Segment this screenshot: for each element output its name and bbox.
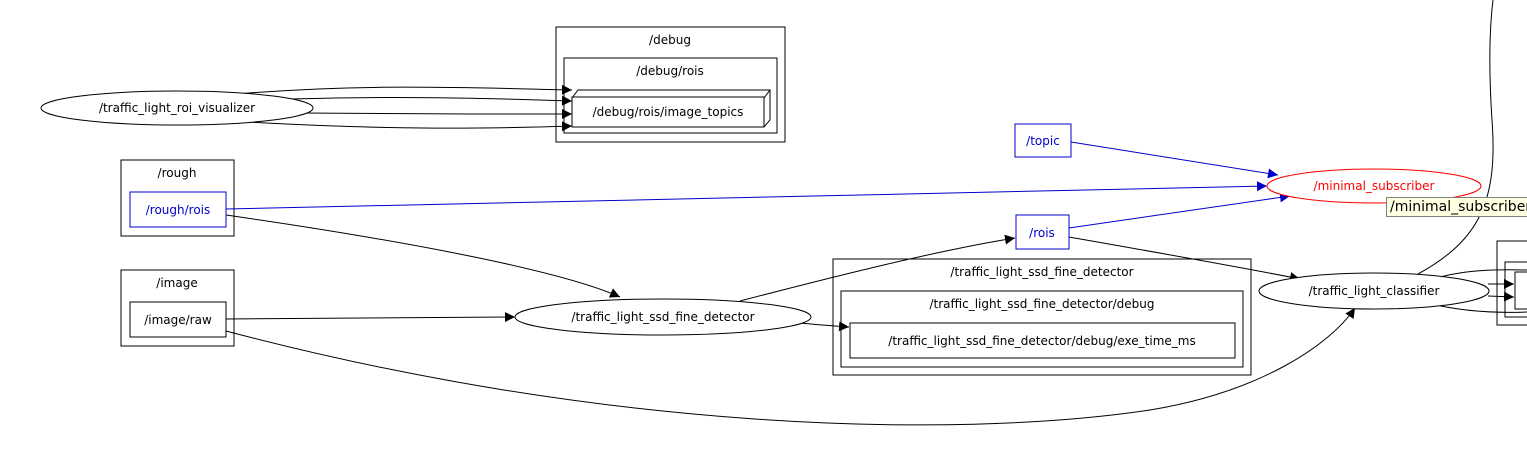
topic-topic-label: /topic	[1026, 134, 1060, 148]
cluster-image[interactable]: /image	[120, 269, 235, 347]
node-tooltip: /minimal_subscriber	[1386, 197, 1527, 217]
topic-rois[interactable]: /rois	[1015, 214, 1070, 250]
cluster-debug-rois-label: /debug/rois	[636, 64, 704, 78]
topic-image-topics[interactable]: /debug/rois/image_topics	[571, 89, 771, 128]
node-roi-visualizer-label: /traffic_light_roi_visualizer	[99, 101, 255, 115]
topic-rough-rois-label: /rough/rois	[146, 203, 211, 217]
node-classifier[interactable]: /traffic_light_classifier	[1258, 272, 1490, 310]
edges	[204, 0, 1527, 426]
edge-visualizer-to-image-topics[interactable]	[204, 84, 573, 98]
topic-exe-time-label: /traffic_light_ssd_fine_detector/debug/e…	[888, 334, 1195, 348]
cluster-offscreen	[1496, 240, 1527, 326]
edge-classifier-right-low[interactable]	[1487, 291, 1515, 302]
edge-fine-detector-to-rois[interactable]	[739, 234, 1016, 302]
topic-topic[interactable]: /topic	[1014, 123, 1072, 158]
cluster-rough-label: /rough	[158, 166, 197, 180]
edge-rois-to-minimal-subscriber[interactable]	[1068, 192, 1291, 229]
topic-image-raw[interactable]: /image/raw	[129, 301, 227, 338]
topic-rois-label: /rois	[1029, 226, 1055, 240]
node-classifier-label: /traffic_light_classifier	[1309, 284, 1440, 298]
cluster-rough[interactable]: /rough	[120, 159, 235, 237]
topic-exe-time[interactable]: /traffic_light_ssd_fine_detector/debug/e…	[849, 322, 1236, 359]
edge-visualizer-to-image-topics[interactable]	[289, 95, 573, 106]
edge-topic-to-minimal-subscriber[interactable]	[1070, 141, 1279, 179]
node-fine-detector-label: /traffic_light_ssd_fine_detector	[571, 310, 754, 324]
edge-rough-rois-to-minimal-subscriber[interactable]	[225, 181, 1268, 210]
topic-image-raw-label: /image/raw	[144, 313, 212, 327]
edge-visualizer-to-image-topics[interactable]	[299, 108, 573, 119]
node-fine-detector[interactable]: /traffic_light_ssd_fine_detector	[514, 298, 812, 336]
cluster-debug[interactable]: /debug	[555, 26, 786, 143]
topic-rough-rois[interactable]: /rough/rois	[129, 191, 227, 228]
cluster-fine-detector-label: /traffic_light_ssd_fine_detector	[950, 265, 1133, 279]
cluster-fine-detector[interactable]: /traffic_light_ssd_fine_detector	[832, 258, 1252, 376]
node-minimal-subscriber-label: /minimal_subscriber	[1314, 179, 1435, 193]
edge-rois-to-classifier[interactable]	[1068, 236, 1301, 282]
edge-rough-rois-to-fine-detector[interactable]	[225, 214, 621, 298]
edge-image-raw-to-fine-detector[interactable]	[225, 312, 516, 323]
cluster-fine-detector-debug-label: /traffic_light_ssd_fine_detector/debug	[929, 297, 1154, 311]
cluster-debug-rois[interactable]: /debug/rois	[563, 57, 778, 134]
edge-image-raw-to-classifier[interactable]	[225, 307, 1356, 426]
edge-classifier-right-bottom[interactable]	[1431, 303, 1527, 313]
topic-image-topics-label: /debug/rois/image_topics	[593, 105, 744, 119]
cluster-debug-label: /debug	[649, 33, 691, 47]
node-roi-visualizer[interactable]: /traffic_light_roi_visualizer	[40, 90, 314, 126]
edge-classifier-upward[interactable]	[1417, 0, 1494, 275]
edge-visualizer-to-image-topics[interactable]	[229, 120, 573, 132]
node-minimal-subscriber[interactable]: /minimal_subscriber	[1266, 168, 1482, 204]
edge-fine-detector-to-exe-time[interactable]	[799, 321, 850, 332]
cluster-image-label: /image	[156, 276, 197, 290]
